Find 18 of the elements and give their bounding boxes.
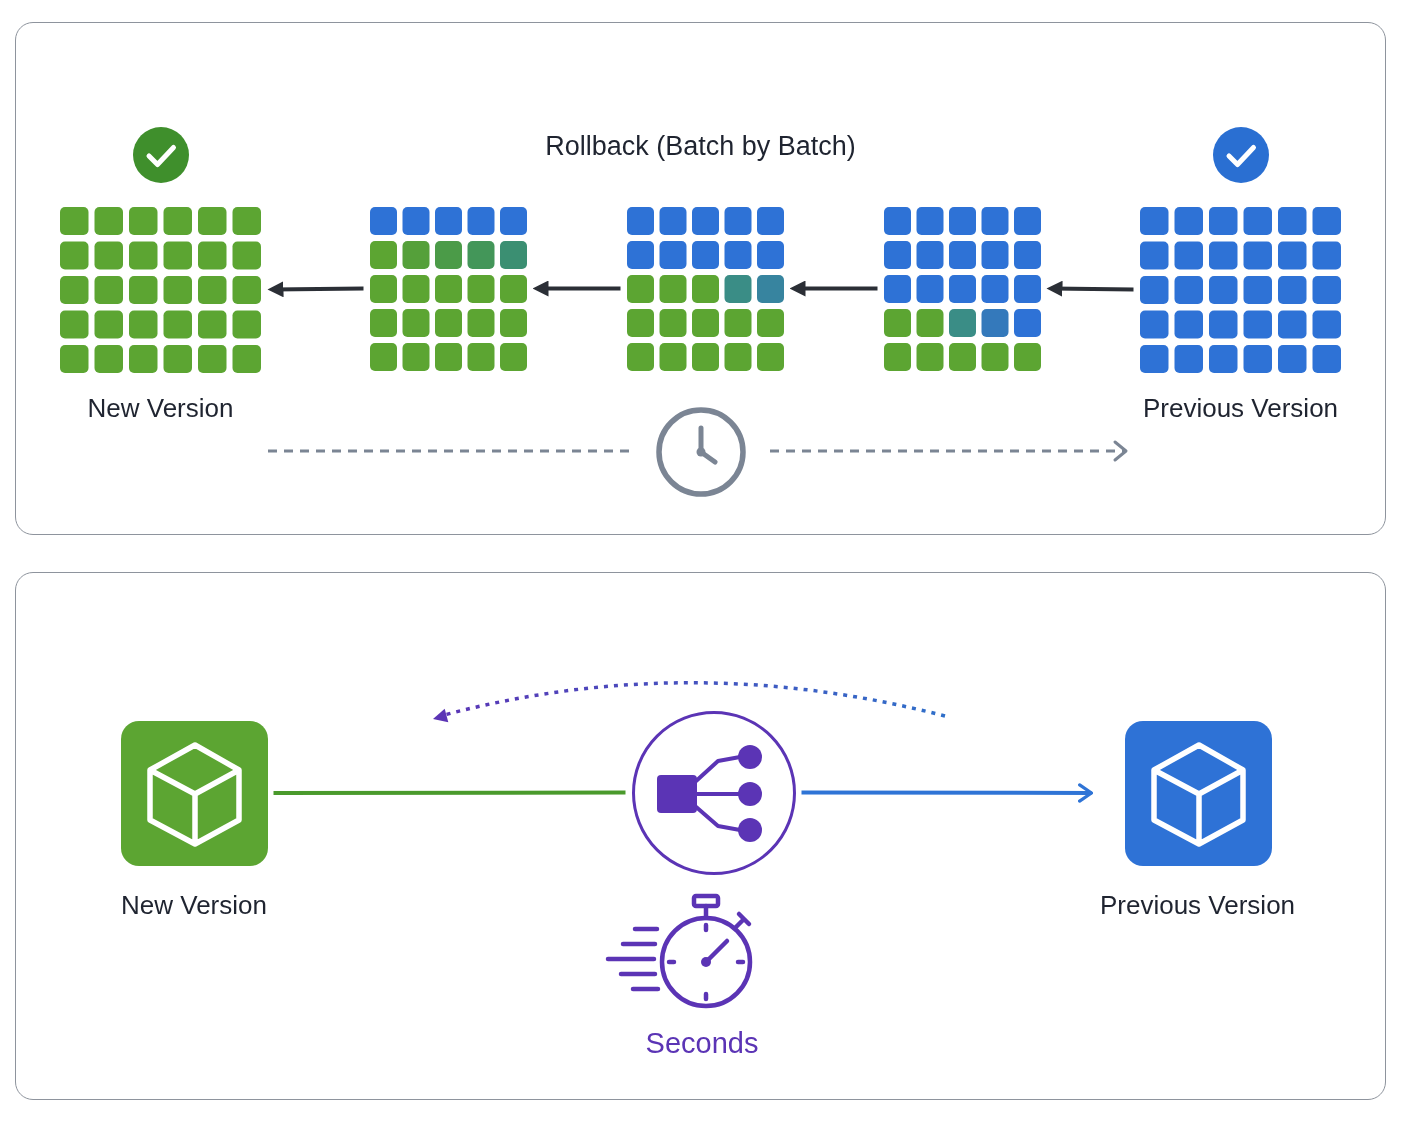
panel-title: Rollback (Batch by Batch) bbox=[545, 131, 856, 162]
square-grid bbox=[883, 206, 1041, 371]
square-grid bbox=[626, 206, 784, 371]
duration-label: Seconds bbox=[645, 1026, 759, 1060]
arrow bbox=[532, 280, 621, 297]
version-label: Previous Version bbox=[1099, 889, 1296, 920]
connector-line bbox=[273, 790, 626, 795]
square-grid bbox=[369, 206, 527, 371]
arrow bbox=[1046, 280, 1134, 297]
version-label: Previous Version bbox=[1142, 392, 1339, 423]
arrow bbox=[789, 280, 878, 297]
arrow bbox=[267, 281, 364, 298]
panel bbox=[15, 572, 1386, 1100]
version-label: New Version bbox=[87, 392, 234, 423]
hub-circle bbox=[631, 710, 796, 875]
arrow bbox=[801, 783, 1094, 803]
version-label: New Version bbox=[121, 889, 267, 920]
panel bbox=[15, 22, 1386, 535]
